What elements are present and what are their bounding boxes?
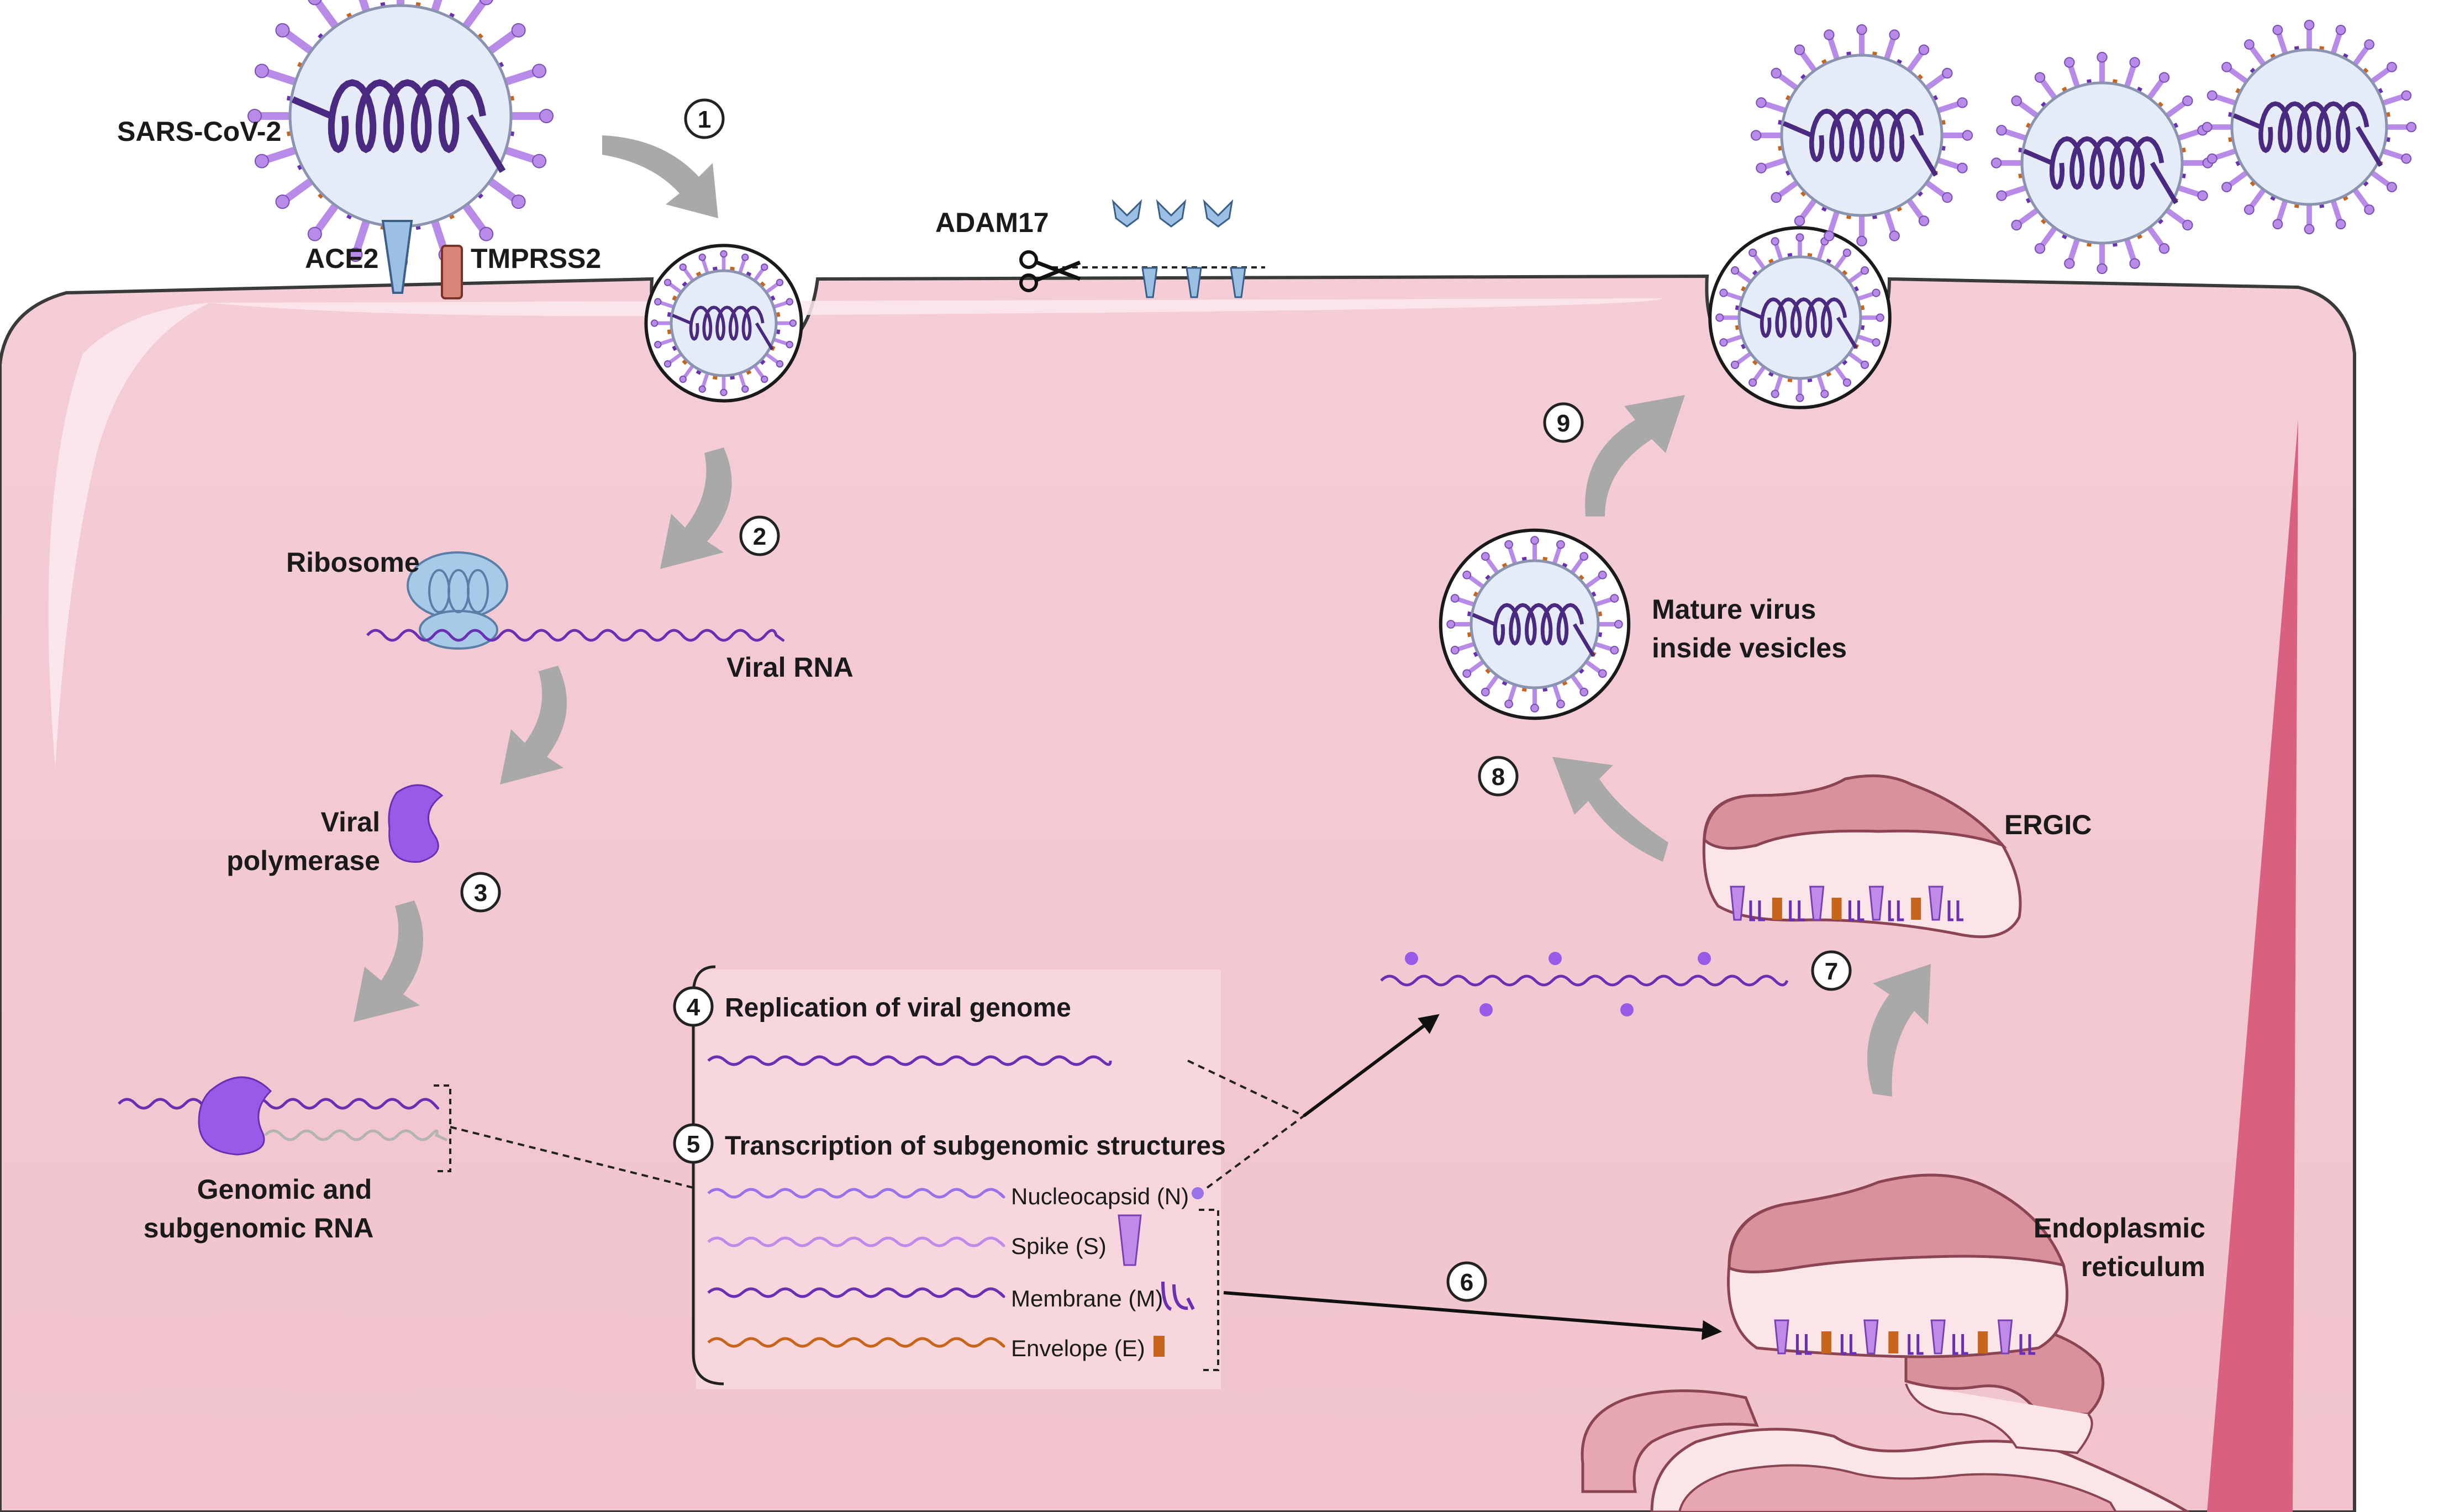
envelope-rna — [707, 1337, 1005, 1348]
polymerase-label-1: Viral — [321, 807, 381, 837]
step-7-marker: 7 — [1811, 950, 1852, 991]
tmprss2-label: TMPRSS2 — [471, 243, 601, 274]
step-3-marker: 3 — [460, 872, 501, 913]
step-arrows — [354, 135, 1931, 1097]
replication-title: Replication of viral genome — [725, 993, 1071, 1023]
polymerase-label-2: polymerase — [227, 845, 380, 876]
envelope-label: Envelope (E) — [1011, 1335, 1145, 1361]
replication-transcription-box — [692, 965, 1221, 1389]
subgenomic-rna-strand — [264, 1129, 447, 1141]
er-label-2: reticulum — [2081, 1251, 2205, 1282]
step-4-number: 4 — [687, 994, 701, 1021]
endocytosed-virion — [644, 244, 803, 403]
step-8-marker: 8 — [1478, 756, 1519, 797]
exocytosis-virion — [1708, 226, 1892, 409]
to-er-arrow — [1223, 1291, 1723, 1340]
membrane-label: Membrane (M) — [1011, 1286, 1163, 1311]
step-4-marker: 4 — [673, 986, 714, 1027]
protein-icons — [1118, 1187, 1204, 1357]
shed-ace2-fragments — [1112, 199, 1234, 228]
polymerase-on-rna-icon — [198, 1076, 272, 1156]
genomic-label-1: Genomic and — [197, 1174, 372, 1205]
step-2-marker: 2 — [739, 515, 780, 556]
host-cell — [0, 274, 2356, 1512]
viral-polymerase-icon — [388, 784, 444, 863]
spike-label: Spike (S) — [1011, 1233, 1107, 1259]
viral-rna-strand — [366, 629, 784, 642]
step-6-number: 6 — [1460, 1269, 1473, 1296]
released-virion-2 — [1990, 51, 2214, 275]
virus-label: SARS-CoV-2 — [117, 116, 281, 147]
ribosome-icon — [407, 551, 508, 650]
nucleocapsid-connector — [1206, 1115, 1305, 1189]
transcription-title: Transcription of subgenomic structures — [725, 1131, 1226, 1161]
step-1-number: 1 — [698, 106, 711, 133]
genomic-label-2: subgenomic RNA — [144, 1213, 374, 1244]
replication-connector — [1187, 1060, 1304, 1117]
step-1-marker: 1 — [684, 98, 725, 139]
mature-virus-label-2: inside vesicles — [1652, 633, 1847, 663]
step-5-marker: 5 — [673, 1123, 714, 1164]
step-8-number: 8 — [1492, 763, 1505, 791]
membrane-ace2-stubs — [1141, 267, 1246, 298]
membrane-rna — [707, 1287, 1005, 1298]
genomic-bracket — [434, 1084, 451, 1172]
nucleocapsid-rna — [707, 1188, 1005, 1199]
ergic-organelle — [1702, 774, 2022, 939]
step-3-number: 3 — [474, 879, 487, 907]
ace2-receptor — [381, 220, 413, 294]
replicated-genome-strand — [707, 1055, 1112, 1066]
nucleocapsid-dots — [1405, 952, 1711, 1016]
adam17-scissors-icon — [1019, 250, 1265, 292]
adam17-label: ADAM17 — [935, 207, 1049, 238]
genomic-rna-strand — [118, 1098, 439, 1110]
endoplasmic-reticulum — [1581, 1173, 2190, 1512]
mature-virus-label-1: Mature virus — [1652, 594, 1816, 625]
viral-rna-label: Viral RNA — [726, 652, 854, 683]
ribosome-label: Ribosome — [286, 547, 420, 578]
step-2-number: 2 — [753, 523, 766, 550]
step-9-number: 9 — [1557, 410, 1570, 437]
step-7-number: 7 — [1825, 958, 1838, 985]
released-virion-1 — [1750, 24, 1973, 247]
tmprss2-protease — [441, 245, 463, 299]
ace2-label: ACE2 — [305, 243, 378, 274]
mature-virion-vesicle — [1439, 528, 1631, 720]
to-nucleocapsid-arrow — [1303, 1014, 1440, 1118]
released-virion-3 — [2202, 19, 2417, 235]
step-9-marker: 9 — [1543, 402, 1584, 443]
nucleocapsid-assembly-strand — [1380, 974, 1789, 987]
er-label-1: Endoplasmic — [2034, 1213, 2205, 1244]
step-5-number: 5 — [687, 1131, 700, 1158]
step-6-marker: 6 — [1446, 1261, 1487, 1302]
nucleocapsid-label: Nucleocapsid (N) — [1011, 1183, 1189, 1209]
spike-rna — [707, 1236, 1005, 1247]
ergic-label: ERGIC — [2004, 809, 2092, 840]
